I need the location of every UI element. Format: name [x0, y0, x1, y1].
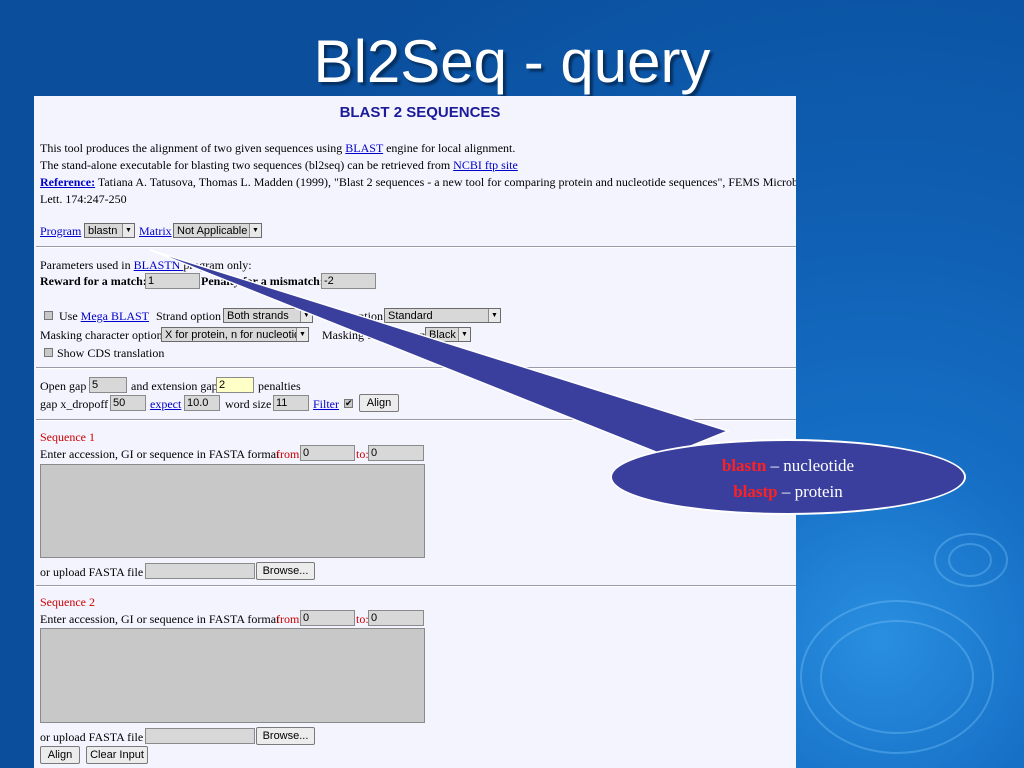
clear-input-button[interactable]: Clear Input: [86, 746, 148, 764]
form-title: BLAST 2 SEQUENCES: [339, 104, 501, 121]
sequence-1-browse-button[interactable]: Browse...: [256, 562, 315, 580]
sequence-2-textarea[interactable]: [40, 628, 425, 723]
program-link[interactable]: Program: [40, 224, 82, 238]
dropoff-label: gap x_dropoff: [40, 397, 109, 411]
sequence-1-enter-label: Enter accession, GI or sequence in FASTA…: [40, 447, 280, 461]
slide-title: Bl2Seq - query: [313, 28, 711, 95]
callout-line-1: blastn – nucleotide: [612, 453, 964, 479]
sequence-2-title: Sequence 2: [40, 595, 95, 609]
penalty-input[interactable]: -2: [321, 273, 376, 289]
align-button[interactable]: Align: [359, 394, 399, 412]
expect-link[interactable]: expect: [150, 397, 182, 411]
divider: [36, 419, 796, 421]
reference-text: Tatiana A. Tatusova, Thomas L. Madden (1…: [95, 175, 796, 189]
blastn-description: – nucleotide: [766, 456, 855, 475]
sequence-1-to-label: to:: [356, 447, 369, 461]
intro-text: The stand-alone executable for blasting …: [40, 158, 454, 172]
params-note: Parameters used in BLASTN program only:: [40, 258, 252, 272]
divider: [36, 367, 796, 369]
sequence-1-to-input[interactable]: 0: [368, 445, 424, 461]
ext-gap-label: and extension gap: [131, 379, 218, 393]
reference-line-2: Lett. 174:247-250: [40, 192, 127, 206]
sequence-1-file-input[interactable]: [145, 563, 255, 579]
mega-blast-link[interactable]: Mega BLAST: [80, 309, 149, 323]
program-select[interactable]: blastn ▼: [84, 223, 135, 238]
ncbi-ftp-link[interactable]: NCBI ftp site: [453, 158, 518, 172]
sequence-1-textarea[interactable]: [40, 464, 425, 558]
ext-gap-input[interactable]: 2: [216, 377, 254, 393]
align-submit-button[interactable]: Align: [40, 746, 80, 764]
intro-text: This tool produces the alignment of two …: [40, 141, 346, 155]
masking-char-select-value: X for protein, n for nucleotide: [165, 329, 307, 341]
dropdown-arrow-icon: ▼: [296, 328, 308, 341]
dropdown-arrow-icon: ▼: [458, 328, 470, 341]
sequence-1-from-input[interactable]: 0: [300, 445, 355, 461]
matrix-select[interactable]: Not Applicable▼: [173, 223, 262, 238]
blast2-form-panel: BLAST 2 SEQUENCES This tool produces the…: [34, 96, 796, 768]
word-size-input[interactable]: 11: [273, 395, 309, 411]
blastp-keyword: blastp: [733, 482, 778, 501]
matrix-link[interactable]: Matrix: [139, 224, 172, 238]
program-callout: blastn – nucleotide blastp – protein: [610, 439, 966, 515]
sequence-2-enter-label: Enter accession, GI or sequence in FASTA…: [40, 612, 280, 626]
sequence-2-from-label: from:: [276, 612, 303, 626]
masking-char-label: Masking character option: [40, 328, 163, 342]
intro-line-1: This tool produces the alignment of two …: [40, 141, 515, 155]
strand-select-value: Both strands: [227, 310, 289, 322]
show-cds-checkbox[interactable]: [44, 348, 53, 357]
open-gap-input[interactable]: 5: [89, 377, 127, 393]
mega-blast-option: Use Mega BLAST: [59, 309, 149, 323]
dropdown-arrow-icon: ▼: [249, 224, 261, 237]
masking-color-select[interactable]: Black▼: [425, 327, 471, 342]
blastn-link[interactable]: BLASTN: [133, 258, 184, 272]
sequence-1-from-label: from:: [276, 447, 303, 461]
callout-line-2: blastp – protein: [612, 479, 964, 505]
reward-label: Reward for a match:: [40, 274, 147, 288]
masking-char-select[interactable]: X for protein, n for nucleotide▼: [161, 327, 309, 342]
callout-pointer-shape: [149, 249, 731, 457]
matrix-select-value: Not Applicable: [177, 225, 248, 237]
use-label: Use: [59, 309, 81, 323]
dropoff-input[interactable]: 50: [110, 395, 146, 411]
sequence-2-from-input[interactable]: 0: [300, 610, 355, 626]
masking-color-select-value: Black: [429, 329, 456, 341]
sequence-2-upload-label: or upload FASTA file: [40, 730, 144, 744]
mega-blast-checkbox[interactable]: [44, 311, 53, 320]
view-select-value: Standard: [388, 310, 433, 322]
penalties-label: penalties: [258, 379, 301, 393]
reference-line: Reference: Tatiana A. Tatusova, Thomas L…: [40, 175, 796, 189]
ripple-decoration: [800, 600, 994, 754]
divider: [36, 246, 796, 248]
sequence-1-title: Sequence 1: [40, 430, 95, 444]
sequence-2-file-input[interactable]: [145, 728, 255, 744]
sequence-1-upload-label: or upload FASTA file: [40, 565, 144, 579]
sequence-2-to-label: to:: [356, 612, 369, 626]
strand-label: Strand option: [156, 309, 221, 323]
ripple-decoration: [934, 533, 1008, 587]
intro-text: engine for local alignment.: [383, 141, 516, 155]
reference-link[interactable]: Reference:: [40, 175, 96, 189]
sequence-2-browse-button[interactable]: Browse...: [256, 727, 315, 745]
view-select[interactable]: Standard ▼: [384, 308, 501, 323]
word-size-label: word size: [225, 397, 272, 411]
reward-input[interactable]: 1: [145, 273, 200, 289]
filter-link[interactable]: Filter: [313, 397, 339, 411]
blastp-description: – protein: [777, 482, 843, 501]
params-note-text: Parameters used in: [40, 258, 134, 272]
ripple-decoration: [820, 620, 974, 734]
expect-input[interactable]: 10.0: [184, 395, 220, 411]
filter-checkbox[interactable]: ✔: [344, 398, 353, 408]
divider: [36, 585, 796, 587]
blast-link[interactable]: BLAST: [345, 141, 384, 155]
open-gap-label: Open gap: [40, 379, 87, 393]
program-select-value: blastn: [88, 225, 118, 237]
show-cds-label: Show CDS translation: [57, 346, 165, 360]
dropdown-arrow-icon: ▼: [488, 309, 500, 322]
dropdown-arrow-icon: ▼: [122, 224, 134, 237]
blastn-keyword: blastn: [721, 456, 767, 475]
intro-line-2: The stand-alone executable for blasting …: [40, 158, 518, 172]
sequence-2-to-input[interactable]: 0: [368, 610, 424, 626]
